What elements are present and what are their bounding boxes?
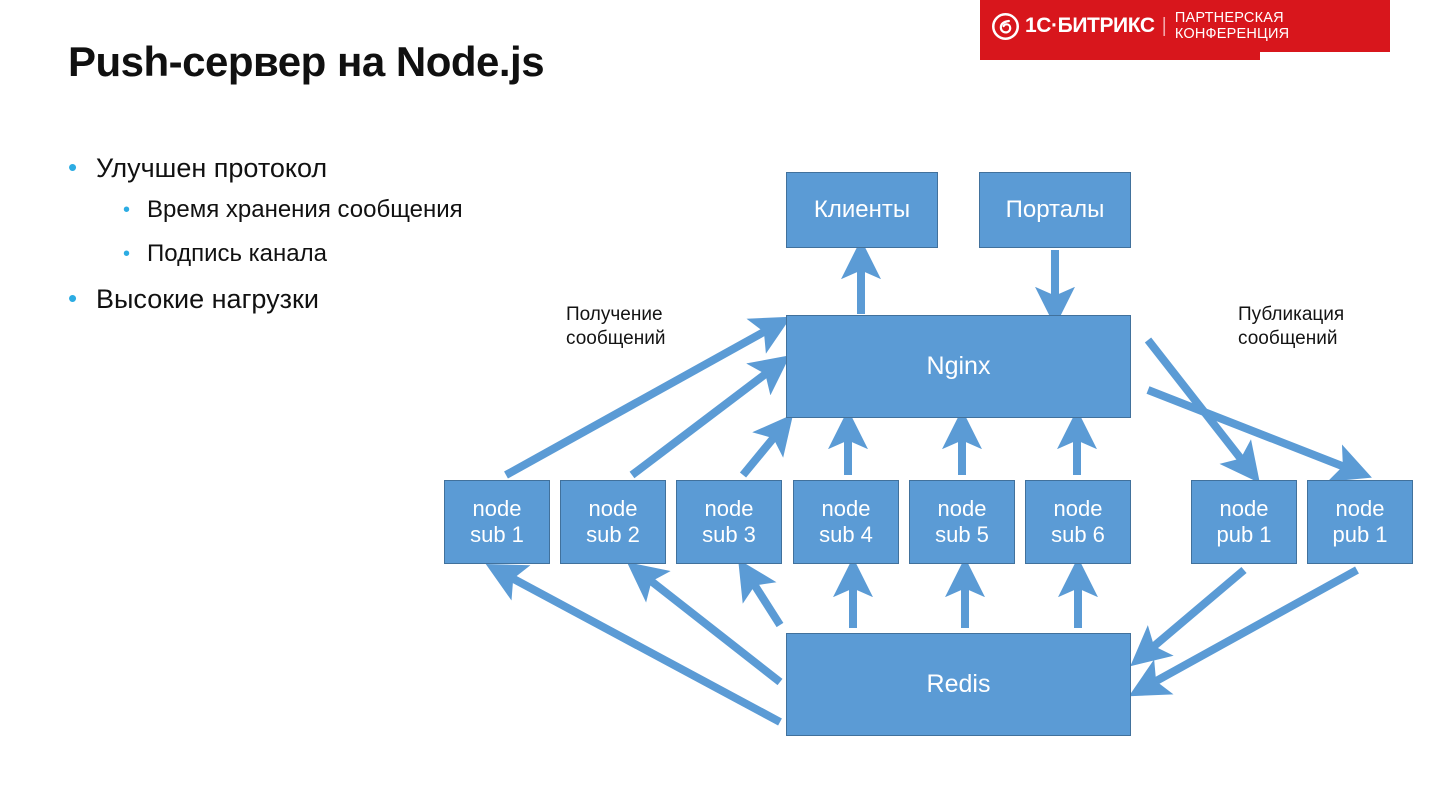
diagram-box-node-sub-1: node sub 1 (444, 480, 550, 564)
bullet-marker-icon: • (123, 199, 131, 221)
bullet-marker-icon: • (123, 243, 131, 265)
brand-banner-step (980, 52, 1260, 60)
bullet-text: Подпись канала (147, 240, 327, 267)
diagram-box-node-pub-1: node pub 1 (1191, 480, 1297, 564)
brand-subtitle: ПАРТНЕРСКАЯ КОНФЕРЕНЦИЯ (1174, 10, 1290, 42)
arrow-redis-to-sub3 (738, 559, 784, 628)
diagram-box-node-sub-2: node sub 2 (560, 480, 666, 564)
brand-divider: | (1161, 14, 1167, 37)
bullet-marker-icon: • (68, 283, 78, 313)
bullet-text: Улучшен протокол (96, 153, 328, 183)
bullet-list: • Улучшен протокол • Время хранения сообщен… (68, 152, 588, 326)
arrow-pub2-to-redis (1128, 566, 1359, 697)
diagram-box-nginx: Nginx (786, 315, 1131, 418)
diagram-box-node-pub-2: node pub 1 (1307, 480, 1413, 564)
diagram-box-clients: Клиенты (786, 172, 938, 248)
arrow-nginx-to-pub2 (1146, 386, 1372, 482)
arrow-nginx-to-pub1 (1144, 337, 1260, 484)
label-receive-messages: Получение сообщений (566, 304, 666, 349)
label-publish-messages: Публикация сообщений (1238, 304, 1345, 349)
bullet-text: Высокие нагрузки (96, 284, 319, 314)
bullet-item: • Высокие нагрузки (68, 283, 588, 315)
bullet-item: • Подпись канала (68, 239, 588, 269)
diagram-box-node-sub-3: node sub 3 (676, 480, 782, 564)
diagram-box-node-sub-5: node sub 5 (909, 480, 1015, 564)
diagram-box-node-sub-6: node sub 6 (1025, 480, 1131, 564)
diagram-box-node-sub-4: node sub 4 (793, 480, 899, 564)
brand-logo-word: 1C·БИТРИКС (1025, 14, 1155, 37)
diagram-box-portals: Порталы (979, 172, 1131, 248)
page-title: Push-сервер на Node.js (68, 38, 545, 85)
bullet-item: • Время хранения сообщения (68, 195, 588, 225)
bullet-text: Время хранения сообщения (147, 196, 463, 223)
brand-banner: 1C·БИТРИКС | ПАРТНЕРСКАЯ КОНФЕРЕНЦИЯ (980, 0, 1390, 52)
arrow-sub3-to-nginx (739, 414, 794, 478)
bitrix-b-circle-icon (992, 12, 1019, 40)
bullet-item: • Улучшен протокол (68, 152, 588, 184)
arrow-sub2-to-nginx (629, 355, 791, 479)
arrow-redis-to-sub1 (485, 563, 782, 726)
arrow-pub1-to-redis (1130, 566, 1247, 667)
arrow-redis-to-sub2 (626, 562, 783, 686)
bullet-marker-icon: • (68, 152, 78, 182)
diagram-box-redis: Redis (786, 633, 1131, 736)
